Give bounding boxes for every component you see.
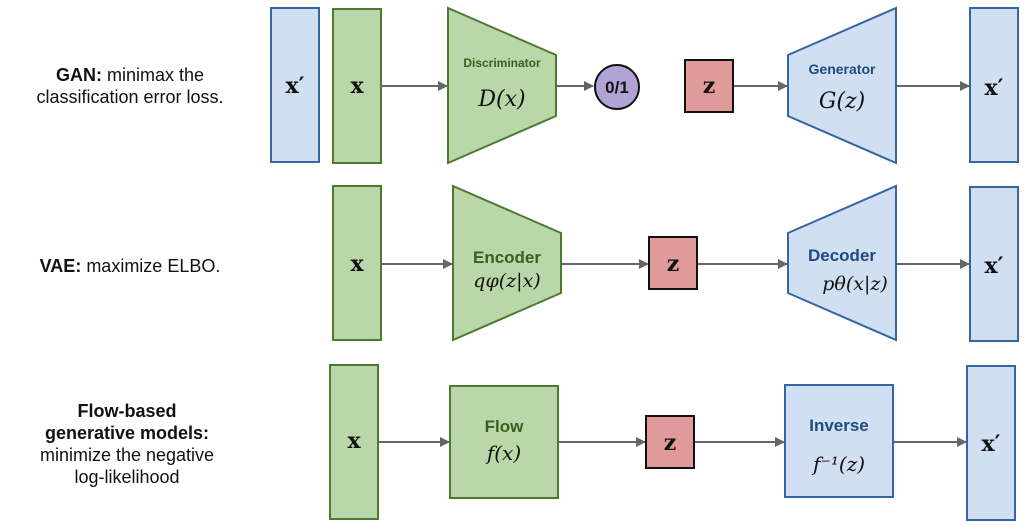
discriminator-title: Discriminator (463, 56, 541, 70)
decoder-title: Decoder (808, 246, 876, 265)
flow-desc-line3: minimize the negative (39, 445, 215, 465)
flow-formula: f(x) (485, 441, 521, 465)
encoder-formula: qφ(z|x) (473, 270, 540, 292)
gan-latent-box (684, 59, 734, 113)
vae-latent-label: z (667, 251, 680, 277)
generator-title: Generator (809, 61, 876, 77)
gan-latent-label: z (703, 73, 716, 99)
flow-box (449, 385, 559, 499)
gan-generated-box (969, 7, 1019, 163)
flow-desc-line4: log-likelihood (74, 467, 180, 487)
gan-generated-label: x′ (985, 75, 1004, 101)
vae-description: VAE: maximize ELBO. (0, 255, 260, 277)
vae-input-box (332, 185, 382, 341)
vae-input-label: x (350, 251, 364, 277)
gan-real-input-box (332, 8, 382, 164)
flow-desc-bold-2: generative models: (44, 423, 210, 443)
vae-desc-bold: VAE: (39, 256, 82, 276)
generator-formula: G(z) (819, 89, 865, 114)
discriminator-formula: D(x) (477, 87, 525, 112)
vae-latent-box (648, 236, 698, 290)
decoder-formula: pθ(x|z) (822, 273, 888, 295)
vae-output-box (969, 186, 1019, 342)
encoder-shape (452, 184, 562, 342)
flow-description: Flow-based generative models: minimize t… (0, 400, 254, 488)
flow-row: x Flow f(x) z Inverse f⁻¹(z) x′ (329, 364, 1016, 521)
vae-row: x Encoder qφ(z|x) z Decoder pθ(x|z) x′ (332, 184, 1019, 342)
gan-real-input-label: x (350, 73, 364, 99)
discriminator-output-label: 0/1 (605, 78, 629, 97)
flow-output-label: x′ (982, 431, 1001, 457)
encoder-title: Encoder (473, 248, 541, 267)
flow-output-box (966, 365, 1016, 521)
inverse-box (784, 384, 894, 498)
gan-desc-bold: GAN: (55, 65, 102, 85)
discriminator-output-node (594, 64, 640, 110)
gan-fake-input-box (270, 7, 320, 163)
gan-row: x′ x Discriminator D(x) 0/1 z Generator … (270, 6, 1019, 165)
inverse-title: Inverse (809, 416, 869, 435)
flow-desc-bold-1: Flow-based (77, 401, 177, 421)
gan-fake-input-label: x′ (286, 73, 305, 99)
flow-latent-box (645, 415, 695, 469)
flow-input-box (329, 364, 379, 520)
flow-latent-label: z (664, 430, 677, 456)
flow-input-label: x (347, 428, 361, 454)
gan-description: GAN: minimax the classification error lo… (0, 64, 260, 108)
generator-shape (787, 6, 897, 165)
discriminator-shape (447, 6, 557, 165)
vae-desc-rest: maximize ELBO. (81, 256, 221, 276)
gan-desc-line2: classification error loss. (36, 87, 224, 107)
inverse-formula: f⁻¹(z) (811, 452, 865, 476)
decoder-shape (787, 184, 897, 342)
vae-output-label: x′ (985, 253, 1004, 279)
flow-title: Flow (485, 417, 524, 436)
gan-desc-rest: minimax the (101, 65, 205, 85)
